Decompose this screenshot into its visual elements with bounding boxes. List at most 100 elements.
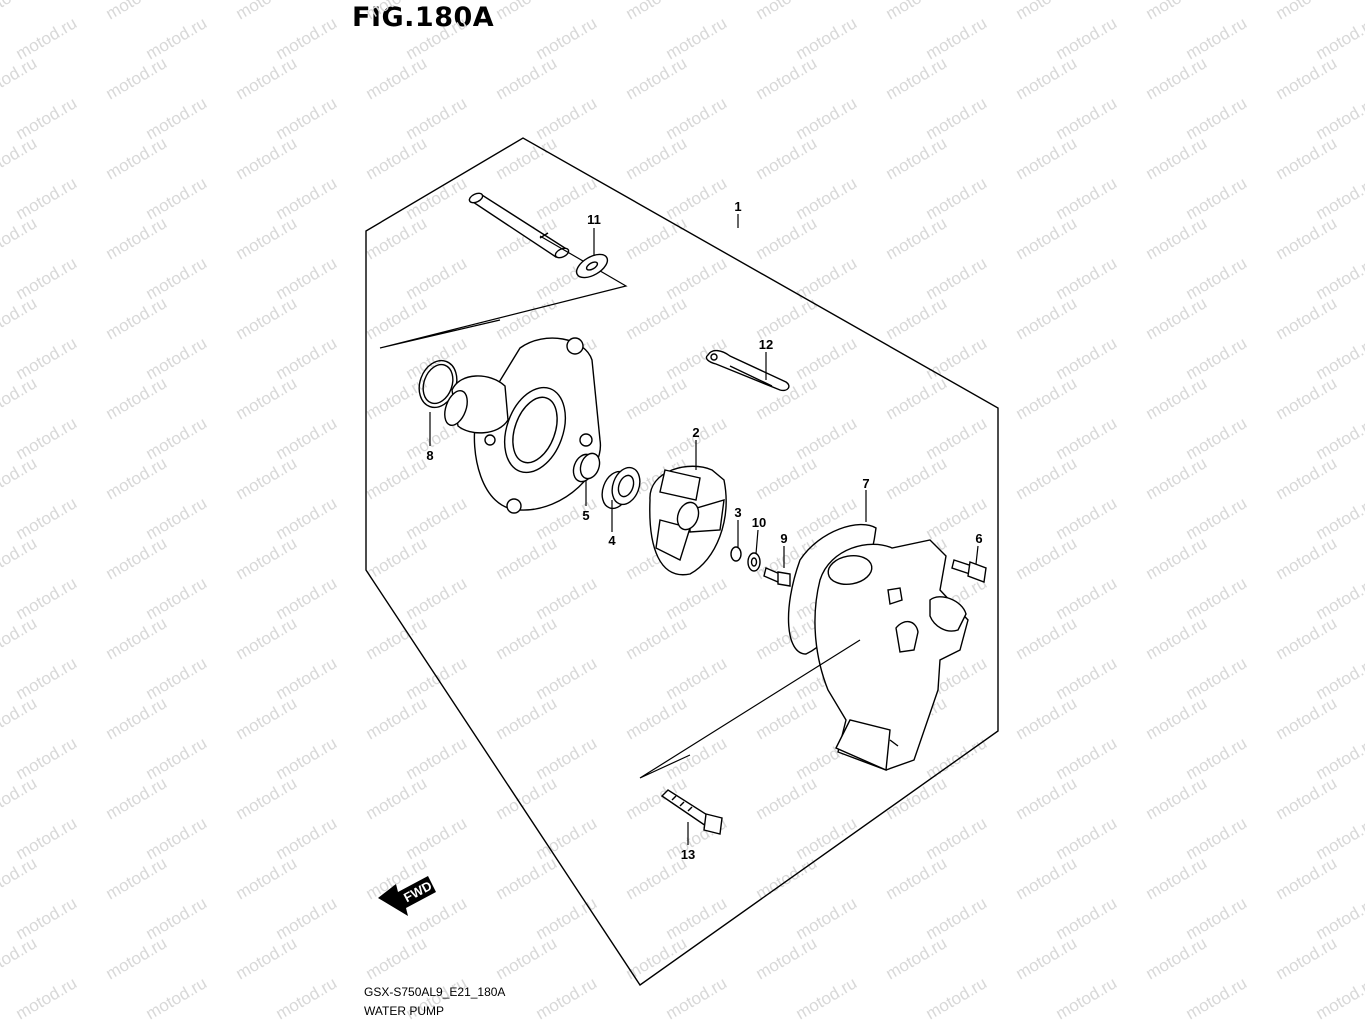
watermark-text: motod.ru [103,133,171,183]
watermark-text: motod.ru [753,53,821,103]
watermark-text: motod.ru [13,893,81,943]
watermark-text: motod.ru [1013,133,1081,183]
watermark-text: motod.ru [1013,933,1081,983]
watermark-text: motod.ru [0,853,40,903]
watermark-text: motod.ru [533,573,601,623]
watermark-text: motod.ru [1183,573,1251,623]
watermark-text: motod.ru [103,53,171,103]
watermark-text: motod.ru [233,453,301,503]
watermark-text: motod.ru [1273,773,1341,823]
watermark-text: motod.ru [793,173,861,223]
watermark-text: motod.ru [663,173,731,223]
watermark-text: motod.ru [793,813,861,863]
pump-case [814,539,969,772]
watermark-text: motod.ru [1013,293,1081,343]
watermark-text: motod.ru [793,893,861,943]
watermark-text: motod.ru [623,213,691,263]
watermark-text: motod.ru [13,813,81,863]
callout-11: 11 [587,212,601,227]
watermark-text: motod.ru [143,813,211,863]
watermark-text: motod.ru [493,533,561,583]
watermark-text: motod.ru [493,133,561,183]
watermark-text: motod.ru [1053,413,1121,463]
watermark-text: motod.ru [923,173,991,223]
watermark-text: motod.ru [623,293,691,343]
watermark-text: motod.ru [1013,693,1081,743]
callout-leaders [429,214,979,845]
watermark-text: motod.ru [533,733,601,783]
watermark-text: motod.ru [1013,853,1081,903]
watermark-text: motod.ru [1143,293,1211,343]
watermark-text: motod.ru [883,933,951,983]
watermark-text: motod.ru [1183,893,1251,943]
watermark-text: motod.ru [663,93,731,143]
watermark-text: motod.ru [13,973,81,1023]
callout-8: 8 [426,448,433,463]
watermark-text: motod.ru [0,53,40,103]
watermark-text: motod.ru [1313,573,1365,623]
watermark-text: motod.ru [1313,653,1365,703]
watermark-text: motod.ru [1143,373,1211,423]
watermark-text: motod.ru [1143,133,1211,183]
watermark-text: motod.ru [793,253,861,303]
callout-10: 10 [752,515,766,530]
impeller-2 [649,465,727,576]
watermark-text: motod.ru [883,373,951,423]
watermark-text: motod.ru [1143,213,1211,263]
watermark-text: motod.ru [793,973,861,1023]
watermark-text: motod.ru [1013,613,1081,663]
watermark-text: motod.ru [1313,13,1365,63]
watermark-text: motod.ru [883,0,951,23]
watermark-text: motod.ru [1183,653,1251,703]
watermark-text: motod.ru [663,253,731,303]
figure-title: FIG.180A [352,2,495,33]
watermark-text: motod.ru [143,653,211,703]
watermark-text: motod.ru [363,933,431,983]
watermark-text: motod.ru [403,93,471,143]
watermark-text: motod.ru [13,573,81,623]
watermark-text: motod.ru [1143,933,1211,983]
watermark-text: motod.ru [1143,773,1211,823]
watermark-text: motod.ru [493,293,561,343]
watermark-text: motod.ru [753,773,821,823]
watermark-text: motod.ru [663,973,731,1023]
assembly-boundary [365,137,999,986]
watermark-text: motod.ru [403,253,471,303]
watermark-text: motod.ru [923,13,991,63]
watermark-text: motod.ru [13,493,81,543]
figure-name: WATER PUMP [364,1004,444,1018]
watermark-text: motod.ru [13,173,81,223]
callout-4: 4 [608,533,616,548]
watermark-text: motod.ru [493,53,561,103]
watermark-text: motod.ru [1143,853,1211,903]
watermark-text: motod.ru [1183,93,1251,143]
watermark-text: motod.ru [13,13,81,63]
watermark-text: motod.ru [923,893,991,943]
watermark-text: motod.ru [1143,613,1211,663]
watermark-text: motod.ru [0,533,40,583]
callout-7: 7 [862,476,869,491]
watermark-text: motod.ru [1313,733,1365,783]
watermark-text: motod.ru [233,213,301,263]
watermark-text: motod.ru [493,693,561,743]
watermark-text: motod.ru [1143,0,1211,23]
watermark-text: motod.ru [233,53,301,103]
watermark-text: motod.ru [103,933,171,983]
watermark-text: motod.ru [1273,613,1341,663]
callout-5: 5 [582,508,589,523]
watermark-text: motod.ru [273,413,341,463]
watermark-text: motod.ru [1273,53,1341,103]
watermark-text: motod.ru [1013,53,1081,103]
watermark-text: motod.ru [1053,733,1121,783]
gasket-washer-10 [747,552,761,572]
watermark-text: motod.ru [363,773,431,823]
watermark-text: motod.ru [623,0,691,23]
watermark-text: motod.ru [143,93,211,143]
watermark-text: motod.ru [143,413,211,463]
watermark-text: motod.ru [1183,13,1251,63]
watermark-text: motod.ru [793,13,861,63]
bolt-6 [951,559,987,583]
watermark-text: motod.ru [663,893,731,943]
watermark-text: motod.ru [1013,213,1081,263]
